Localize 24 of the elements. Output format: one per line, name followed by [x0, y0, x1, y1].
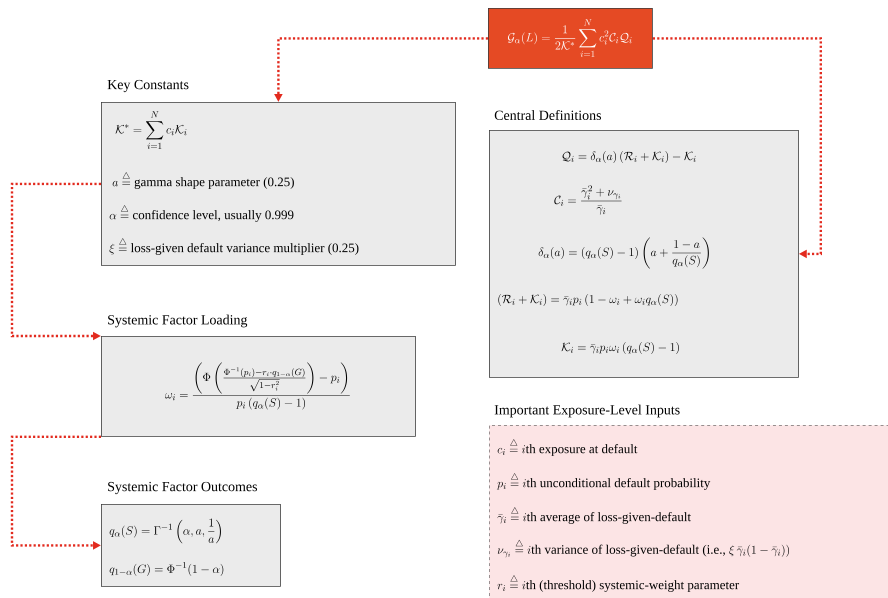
formula: $c_i \stackrel{\triangle}{=} i\text{th exposure at default}$	[498, 439, 638, 456]
formula: $\mathcal{K}^* = \sum_{i=1}^{N} c_i \mathcal{K}_i$	[116, 111, 187, 149]
formula: $r_i \stackrel{\triangle}{=} i\text{th (threshold) systemic-weight parameter}$	[498, 575, 740, 592]
formula: $\mathcal{C}_i = \frac{\bar{\gamma}_i^2 + \nu_{\gamma_i}}{\bar{\gamma}_i}$	[554, 185, 622, 215]
formula: $\xi \stackrel{\triangle}{=} \text{loss-given default variance multiplier (0.25)}$	[109, 238, 358, 255]
formula: $\omega_i = \frac{\left(\Phi\left(\frac{\Phi^{-1}(p_i) - r_i \cdot q_{1-\alpha}(G)}{\sqrt{1-r_i^2}}\right) - p_i\right)}{p_i\left(q_\alpha(S) - 1\right)}$	[165, 362, 350, 410]
formula: $\mathcal{K}_i = \bar{\gamma}_i p_i \omega_i \left(q_\alpha(S) - 1\right)$	[562, 342, 679, 354]
section-heading: Central Definitions	[494, 110, 601, 120]
formula: $a \stackrel{\triangle}{=} \text{gamma shape parameter (0.25)}$	[112, 172, 294, 189]
formula: $p_i \stackrel{\triangle}{=} i\text{th unconditional default probability}$	[496, 473, 710, 490]
formula: $\mathcal{G}_\alpha(L) = \frac{1}{2\mathcal{K}^*}\sum_{i=1}^{N} c_i^2 \mathcal{C}_i \mathcal{Q}_i$	[508, 19, 632, 57]
formula: $\bar{\gamma}_i \stackrel{\triangle}{=} i\text{th average of loss-given-default}$	[497, 507, 691, 524]
formula: $\delta_\alpha(a) = \left(q_\alpha(S) - 1\right)\left(a + \frac{1-a}{q_\alpha(S)}\right)$	[538, 237, 709, 269]
section-heading: Important Exposure-Level Inputs	[494, 404, 680, 418]
formula: $\left(\mathcal{R}_i + \mathcal{K}_i\right) = \bar{\gamma}_i p_i \left(1 - \omega_i + \omega_i q_\alpha(S)\right)$	[498, 294, 678, 306]
formula: $\alpha \stackrel{\triangle}{=} \text{confidence level, usually 0.999}$	[110, 205, 294, 222]
formula: $q_\alpha(S) = \Gamma^{-1}\left(\alpha, a, \frac{1}{a}\right)$	[110, 518, 221, 544]
arrow	[652, 37, 822, 258]
section-heading: Key Constants	[108, 80, 188, 92]
formula: $\mathcal{Q}_i = \delta_\alpha(a)\left(\mathcal{R}_i + \mathcal{K}_i\right) - \mathcal{K}_i$	[562, 151, 696, 163]
formula: $\nu_{\gamma_i} \stackrel{\triangle}{=} i\text{th variance of loss-given-default (i.e., }\xi\,\bar{\gamma}_i(1-\bar{\gamma}_i))$	[498, 540, 789, 558]
section-heading: Systemic Factor Outcomes	[108, 482, 257, 494]
formula: $q_{1-\alpha}(G) = \Phi^{-1}(1-\alpha)$	[110, 562, 224, 576]
section-heading: Systemic Factor Loading	[108, 314, 248, 328]
